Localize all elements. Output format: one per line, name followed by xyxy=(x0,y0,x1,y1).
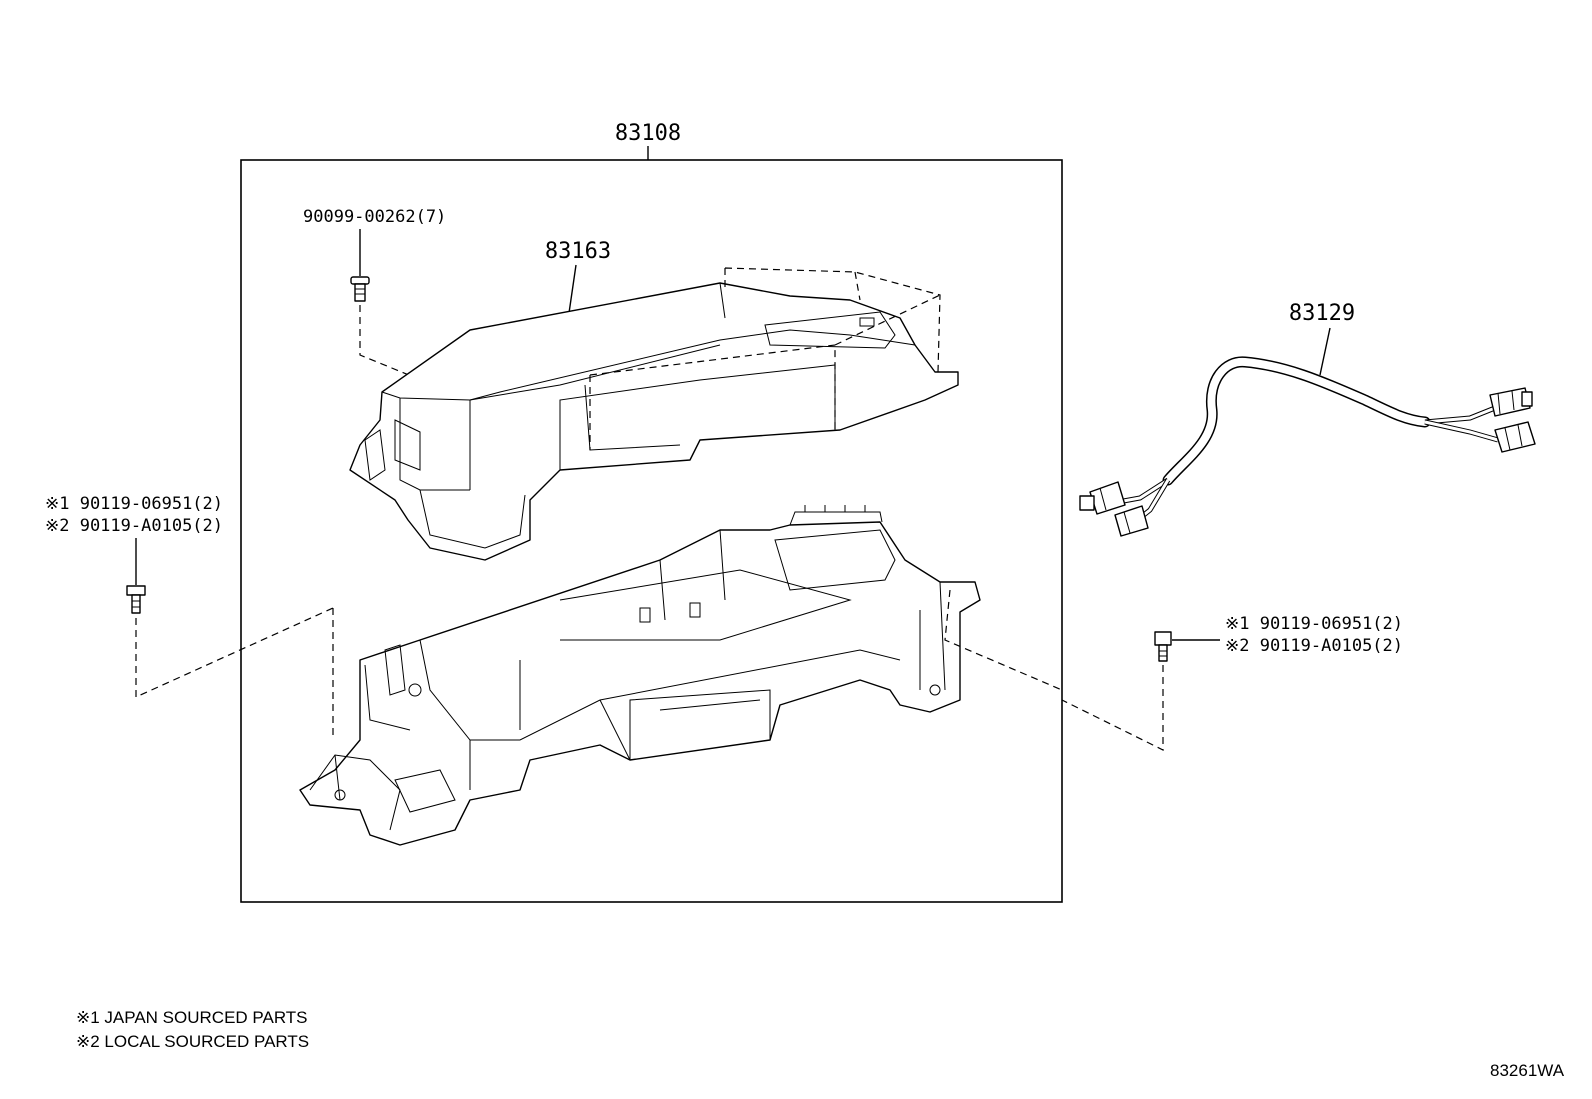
base-dash-right xyxy=(944,589,1063,691)
callout-cover: 83163 xyxy=(545,239,611,264)
callout-right-bolt-2: ※2 90119-A0105(2) xyxy=(1225,636,1403,656)
wire-harness-part xyxy=(1079,356,1536,537)
callout-left-bolt-2: ※2 90119-A0105(2) xyxy=(45,516,223,536)
cover-part xyxy=(349,282,959,561)
note-local-sourced: ※2 LOCAL SOURCED PARTS xyxy=(76,1032,309,1051)
base-housing-part xyxy=(299,505,981,846)
left-bolt-dash-path xyxy=(135,607,334,698)
cover-leader xyxy=(568,264,577,314)
callout-left-bolt-1: ※1 90119-06951(2) xyxy=(45,494,223,514)
cover-dash-box xyxy=(589,267,941,450)
right-bolt-dash-path xyxy=(1061,665,1164,751)
assembly-frame xyxy=(240,159,1063,903)
right-bolt-icon xyxy=(1154,631,1172,662)
callout-assembly: 83108 xyxy=(615,121,681,146)
diagram-id: 83261WA xyxy=(1490,1061,1565,1080)
harness-leader xyxy=(1319,327,1331,376)
left-bolt-icon xyxy=(126,585,146,614)
callout-harness: 83129 xyxy=(1289,301,1355,326)
screw-icon xyxy=(350,276,370,302)
callout-right-bolt-1: ※1 90119-06951(2) xyxy=(1225,614,1403,634)
note-japan-sourced: ※1 JAPAN SOURCED PARTS xyxy=(76,1008,308,1027)
callout-screw: 90099-00262(7) xyxy=(303,207,446,227)
